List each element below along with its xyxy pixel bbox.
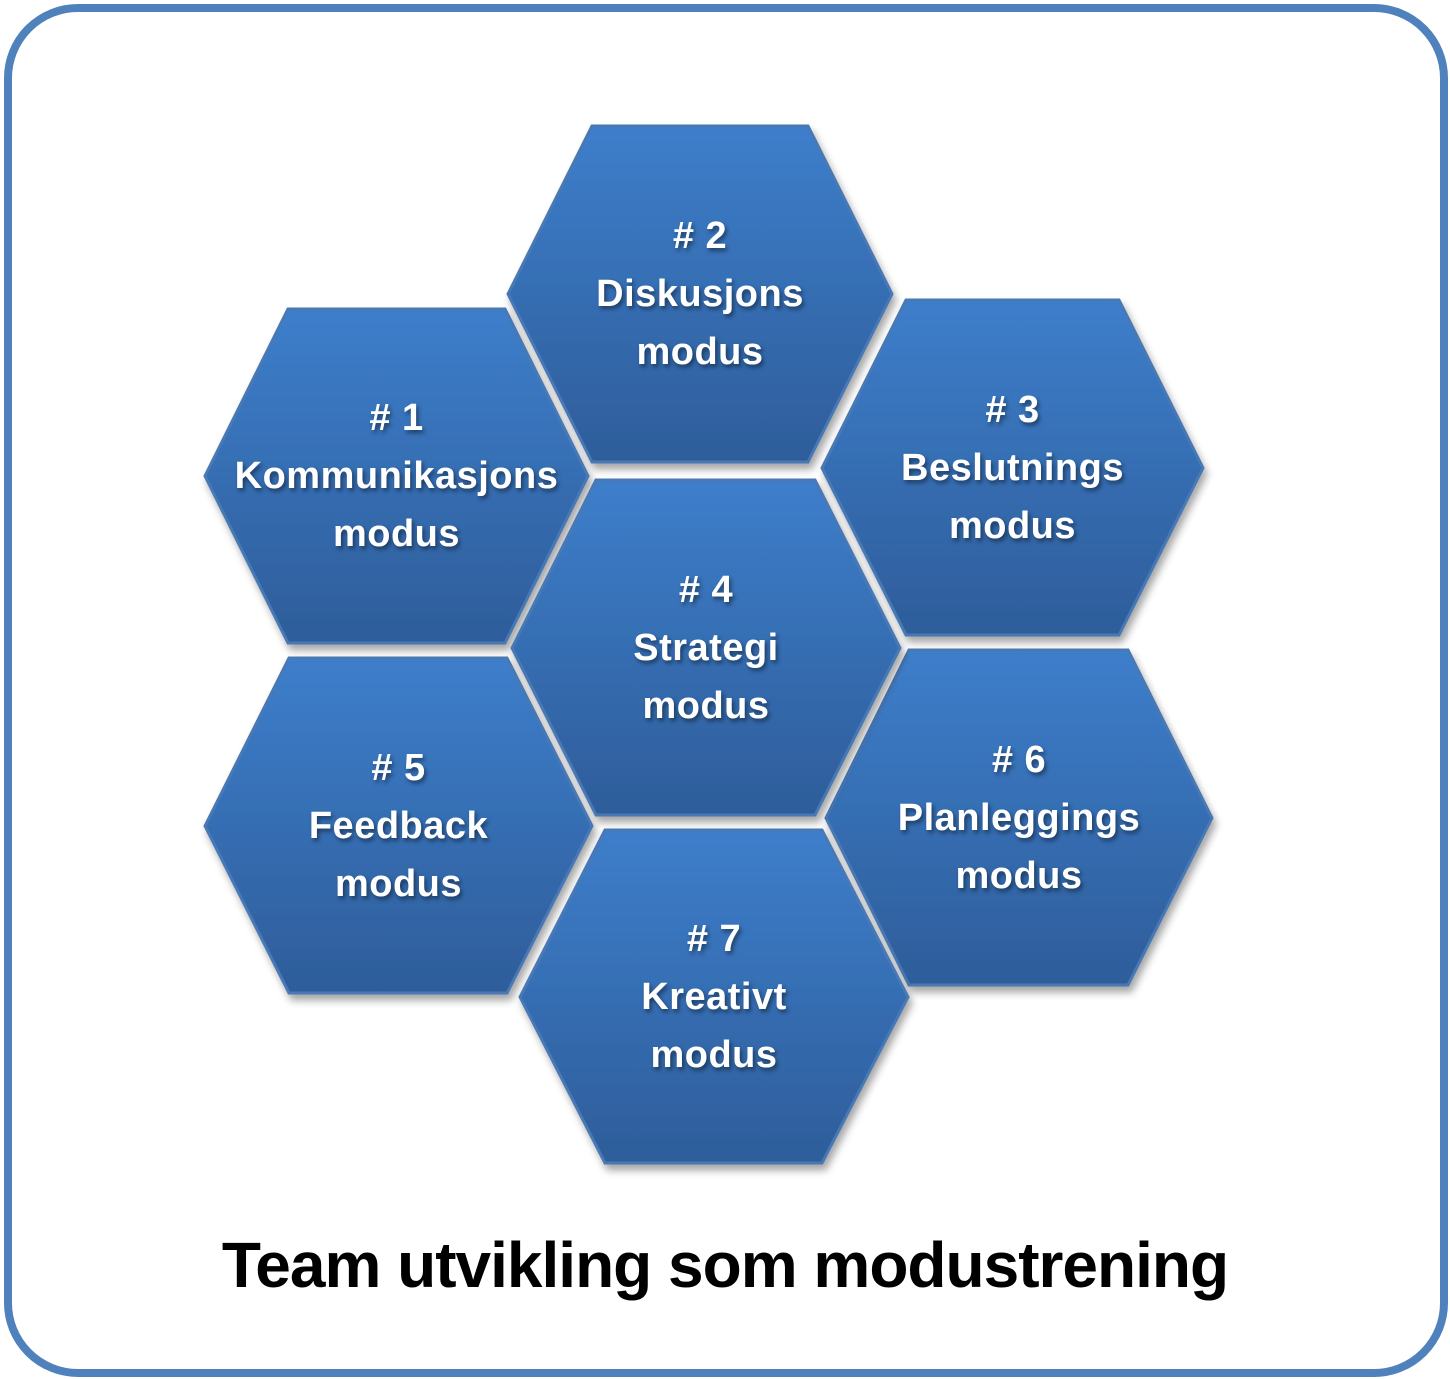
hexagon-shape xyxy=(506,124,894,464)
hexagon-number: # 3 xyxy=(985,388,1040,431)
hexagon-feedback-modus: # 5 Feedback modus xyxy=(203,656,594,995)
hexagon-strategi-modus: # 4 Strategi modus xyxy=(510,478,902,817)
hexagon-number: # 4 xyxy=(678,568,734,611)
hexagon-diskusjons-modus: # 2 Diskusjons modus xyxy=(506,124,894,464)
hexagon-label: Kommunikasjons xyxy=(234,455,559,497)
hexagon-number: # 5 xyxy=(371,746,426,789)
hexagon-number: # 6 xyxy=(991,738,1047,781)
hexagon-suffix: modus xyxy=(955,854,1083,897)
hexagon-shape xyxy=(518,828,910,1165)
hexagon-label: Planleggings xyxy=(897,796,1141,839)
hexagon-shape xyxy=(203,307,590,645)
hexagon-suffix: modus xyxy=(948,504,1077,547)
hexagon-suffix: modus xyxy=(332,513,461,555)
hexagon-label: Strategi xyxy=(633,626,779,669)
hexagon-suffix: modus xyxy=(642,684,770,727)
hexagon-suffix: modus xyxy=(650,1033,778,1076)
hexagon-shape xyxy=(824,648,1214,987)
hexagon-number: # 1 xyxy=(369,397,424,439)
hexagon-label: Beslutnings xyxy=(901,446,1124,489)
hexagon-shape xyxy=(203,656,594,995)
diagram-title: Team utvikling som modustrening xyxy=(221,1229,1229,1301)
hexagon-number: # 2 xyxy=(672,215,728,257)
hexagon-beslutnings-modus: # 3 Beslutnings modus xyxy=(820,298,1205,637)
hexagon-number: # 7 xyxy=(686,917,742,960)
hexagon-label: Kreativt xyxy=(641,975,787,1018)
hexagon-kommunikasjons-modus: # 1 Kommunikasjons modus xyxy=(203,307,590,645)
hexagon-label: Diskusjons xyxy=(596,273,804,315)
hexagon-shape xyxy=(820,298,1205,637)
hexagon-suffix: modus xyxy=(636,331,764,373)
hexagon-planleggings-modus: # 6 Planleggings modus xyxy=(824,648,1214,987)
hexagon-label: Feedback xyxy=(308,804,489,847)
hexagon-shape xyxy=(510,478,902,817)
hexagon-kreativt-modus: # 7 Kreativt modus xyxy=(518,828,910,1165)
hexagon-suffix: modus xyxy=(334,862,463,905)
